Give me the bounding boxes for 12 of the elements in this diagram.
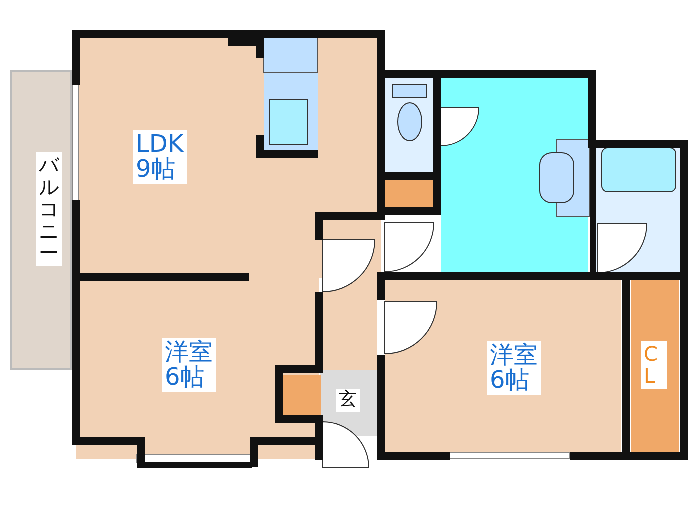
room-label: 9帖	[136, 157, 176, 182]
room-label: 6帖	[165, 365, 206, 390]
room-label: 6帖	[490, 368, 530, 394]
room-label: CL	[644, 343, 659, 387]
room-label: 洋室	[490, 343, 538, 368]
room-label: LDK	[136, 132, 184, 158]
balcony-area	[10, 70, 72, 370]
western-room	[385, 280, 621, 452]
room-label: 洋室	[165, 340, 213, 366]
room-label: 玄	[339, 391, 357, 410]
closet-area	[631, 280, 679, 452]
room-label: バルコニー	[39, 154, 59, 264]
